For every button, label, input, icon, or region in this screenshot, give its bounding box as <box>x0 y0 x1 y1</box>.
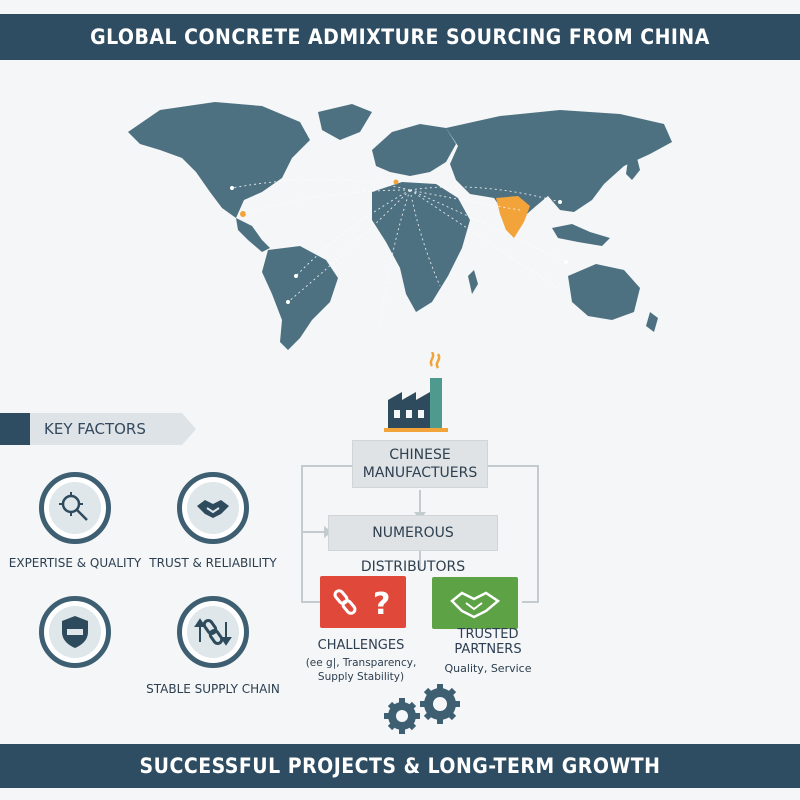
factor-icon-circle <box>39 472 111 544</box>
australia <box>568 264 640 320</box>
factor-icon-circle <box>39 596 111 668</box>
key-factors-heading: KEY FACTORS <box>44 420 146 438</box>
factor-stable-supply-chain: STABLE SUPPLY CHAIN <box>138 596 288 696</box>
manufacturers-box: CHINESE MANUFACTUERS <box>352 440 488 488</box>
greenland <box>318 104 372 140</box>
challenges-title: CHALLENGES <box>317 638 405 653</box>
handshake-icon <box>450 591 501 619</box>
broken-chain-question-icon: ? <box>333 587 390 622</box>
trusted-partners-title: TRUSTED PARTNERS <box>454 627 522 657</box>
chain-arrows-icon <box>194 618 232 646</box>
factor-label: EXPERTISE & QUALITY <box>8 556 142 570</box>
factor-label: TRUST & RELIABILITY <box>149 556 277 570</box>
factor-label: STABLE SUPPLY CHAIN <box>146 682 280 696</box>
new-zealand <box>646 312 658 332</box>
factor-shield <box>0 596 150 680</box>
handshake-icon <box>197 500 229 518</box>
gears-icon <box>384 684 460 734</box>
southeast-asia-islands <box>552 224 610 246</box>
factor-icon-circle <box>177 596 249 668</box>
north-america <box>128 102 310 218</box>
factor-icon-background <box>49 606 101 658</box>
shield-icon <box>62 616 88 648</box>
trusted-partners-detail: Quality, Service <box>444 662 532 675</box>
challenges-detail: (ee g|, Transparency, Supply Stability) <box>305 657 417 683</box>
factor-icon-circle <box>177 472 249 544</box>
footer-title: SUCCESSFUL PROJECTS & LONG-TERM GROWTH <box>0 744 800 788</box>
svg-text:?: ? <box>373 587 390 622</box>
south-america <box>262 246 338 350</box>
madagascar <box>468 270 478 294</box>
distributors-box: NUMEROUS DISTRIBUTORS <box>328 515 498 575</box>
japan <box>626 154 640 180</box>
trade-routes <box>231 179 567 327</box>
highlight-spot-europe <box>393 179 399 185</box>
continents <box>128 102 672 350</box>
key-factors-ribbon: KEY FACTORS <box>0 413 196 445</box>
central-america <box>236 218 270 252</box>
factor-icon-background <box>187 606 239 658</box>
header-title: GLOBAL CONCRETE ADMIXTURE SOURCING FROM … <box>0 14 800 60</box>
highlight-spot-mexico <box>240 211 246 217</box>
gear-magnifier-icon <box>59 492 88 521</box>
asia <box>446 110 672 220</box>
factor-icon-background <box>49 482 101 534</box>
trusted-partners-tile <box>432 577 518 629</box>
factor-expertise-quality: EXPERTISE & QUALITY <box>0 472 150 570</box>
route-nodes <box>230 186 568 304</box>
flow-connectors <box>301 465 539 603</box>
europe <box>372 124 456 176</box>
factor-trust-reliability: TRUST & RELIABILITY <box>138 472 288 570</box>
india-highlight <box>496 196 530 238</box>
factor-icon-background <box>187 482 239 534</box>
world-map <box>128 102 672 350</box>
factory-icon <box>384 352 448 432</box>
ribbon-shape <box>0 413 196 445</box>
challenges-tile: ? <box>320 576 406 628</box>
africa <box>372 182 470 312</box>
